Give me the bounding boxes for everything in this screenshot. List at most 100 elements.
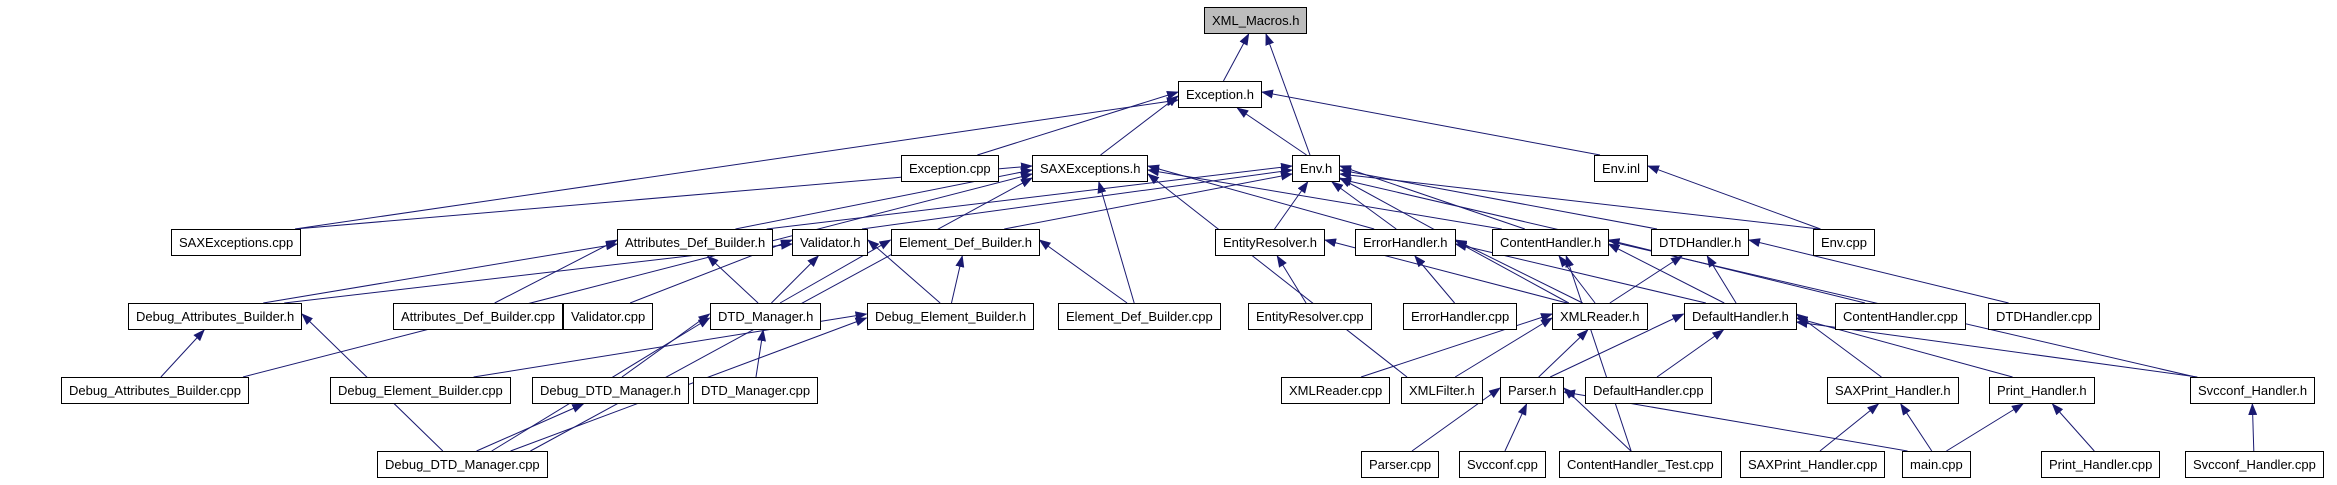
node-parser-h[interactable]: Parser.h [1500,377,1565,404]
edge-entityresolver_cpp-to-entityresolver_h [1276,255,1307,304]
node-exception-h[interactable]: Exception.h [1178,81,1262,108]
node-debug-dtd-manager-h[interactable]: Debug_DTD_Manager.h [532,377,689,404]
edge-svcconf_handler_h-to-defaulthandler_h [1795,319,2198,378]
edge-saxexceptions_h-to-exception_h [1100,95,1179,156]
edge-debug_element_builder_h-to-validator_h [867,239,941,304]
edge-element_def_builder_cpp-to-element_def_builder_h [1038,239,1128,304]
edge-dtd_manager_h-to-attributes_def_builder_h [706,255,759,304]
edge-contenthandler_h-to-env_h [1339,165,1525,230]
node-svcconf-handler-h[interactable]: Svcconf_Handler.h [2190,377,2316,404]
edge-validator_h-to-env_h [861,167,1293,230]
edge-dtd_manager_h-to-validator_h [771,255,820,304]
node-print-handler-h[interactable]: Print_Handler.h [1989,377,2095,404]
edge-debug_attributes_builder_cpp-to-saxexceptions_h [242,172,1033,378]
node-debug-attributes-builder-h[interactable]: Debug_Attributes_Builder.h [128,303,303,330]
edge-debug_attributes_builder_cpp-to-debug_attributes_builder_h [160,329,205,378]
edge-debug_dtd_manager_cpp-to-debug_dtd_manager_h [476,403,585,452]
edge-dtd_manager_h-to-element_def_builder_h [779,239,892,304]
edge-env_h-to-exception_h [1236,107,1307,156]
edge-element_def_builder_h-to-env_h [1004,171,1293,230]
node-parser-cpp[interactable]: Parser.cpp [1361,451,1440,478]
edge-xmlreader_h-to-contenthandler_h [1558,255,1596,304]
node-env-inl[interactable]: Env.inl [1594,155,1649,182]
node-main-cpp[interactable]: main.cpp [1902,451,1971,478]
node-svcconf-cpp[interactable]: Svcconf.cpp [1459,451,1546,478]
edge-exception_cpp-to-exception_h [977,91,1179,156]
edge-defaulthandler_cpp-to-defaulthandler_h [1656,329,1725,378]
node-errorhandler-cpp[interactable]: ErrorHandler.cpp [1403,303,1518,330]
node-contenthandler-h[interactable]: ContentHandler.h [1492,229,1610,256]
node-defaulthandler-h[interactable]: DefaultHandler.h [1684,303,1797,330]
node-errorhandler-h[interactable]: ErrorHandler.h [1355,229,1456,256]
node-xml-macros-h[interactable]: XML_Macros.h [1204,7,1308,34]
node-dtdhandler-h[interactable]: DTDHandler.h [1651,229,1750,256]
edge-attributes_def_builder_h-to-env_h [766,162,1293,230]
edge-debug_attributes_builder_h-to-attributes_def_builder_h [263,241,618,304]
node-defaulthandler-cpp[interactable]: DefaultHandler.cpp [1585,377,1712,404]
node-validator-cpp[interactable]: Validator.cpp [563,303,654,330]
edge-env_inl-to-exception_h [1261,89,1601,156]
node-saxexceptions-h[interactable]: SAXExceptions.h [1032,155,1149,182]
node-attributes-def-builder-cpp[interactable]: Attributes_Def_Builder.cpp [393,303,563,330]
node-xmlreader-h[interactable]: XMLReader.h [1552,303,1648,330]
node-dtd-manager-cpp[interactable]: DTD_Manager.cpp [693,377,819,404]
node-env-cpp[interactable]: Env.cpp [1813,229,1876,256]
node-element-def-builder-cpp[interactable]: Element_Def_Builder.cpp [1058,303,1221,330]
edge-debug_dtd_manager_h-to-dtd_manager_h [621,313,711,378]
edge-xmlfilter_h-to-saxexceptions_h [1147,173,1408,378]
edge-errorhandler_cpp-to-errorhandler_h [1414,255,1455,304]
node-entityresolver-cpp[interactable]: EntityResolver.cpp [1248,303,1372,330]
node-env-h[interactable]: Env.h [1292,155,1341,182]
node-entityresolver-h[interactable]: EntityResolver.h [1215,229,1325,256]
edge-env_h-to-xml_macros_h [1265,33,1311,156]
node-debug-element-builder-h[interactable]: Debug_Element_Builder.h [867,303,1035,330]
edge-errorhandler_h-to-env_h [1331,181,1397,230]
edge-saxexceptions_cpp-to-exception_h [294,97,1179,230]
edge-svcconf_handler_cpp-to-svcconf_handler_h [2248,403,2258,452]
node-xmlfilter-h[interactable]: XMLFilter.h [1401,377,1483,404]
edge-defaulthandler_h-to-contenthandler_h [1607,243,1725,304]
edge-entityresolver_h-to-env_h [1274,181,1309,230]
edge-print_handler_cpp-to-print_handler_h [2051,403,2095,452]
edge-saxprint_handler_cpp-to-saxprint_handler_h [1819,403,1880,452]
node-debug-dtd-manager-cpp[interactable]: Debug_DTD_Manager.cpp [377,451,548,478]
edge-svcconf_handler_h-to-env_h [1339,177,2196,378]
node-element-def-builder-h[interactable]: Element_Def_Builder.h [891,229,1040,256]
edge-saxprint_handler_h-to-defaulthandler_h [1795,313,1882,378]
node-svcconf-handler-cpp[interactable]: Svcconf_Handler.cpp [2185,451,2324,478]
edge-xmlreader_cpp-to-xmlreader_h [1360,313,1553,378]
edge-xmlfilter_h-to-xmlreader_h [1454,317,1553,378]
edge-element_def_builder_cpp-to-saxexceptions_h [1097,181,1135,304]
node-print-handler-cpp[interactable]: Print_Handler.cpp [2041,451,2161,478]
edge-parser_h-to-xmlreader_h [1538,329,1589,378]
edge-exception_h-to-xml_macros_h [1223,33,1250,82]
node-dtdhandler-cpp[interactable]: DTDHandler.cpp [1988,303,2101,330]
node-dtd-manager-h[interactable]: DTD_Manager.h [710,303,822,330]
edge-dtd_manager_cpp-to-dtd_manager_h [755,329,766,378]
node-exception-cpp[interactable]: Exception.cpp [901,155,999,182]
edge-debug_element_builder_h-to-element_def_builder_h [950,255,965,304]
edge-dtdhandler_cpp-to-dtdhandler_h [1748,238,2009,304]
edge-xmlreader_h-to-errorhandler_h [1454,239,1583,304]
edge-defaulthandler_h-to-dtdhandler_h [1706,255,1737,304]
node-validator-h[interactable]: Validator.h [792,229,869,256]
node-debug-element-builder-cpp[interactable]: Debug_Element_Builder.cpp [330,377,511,404]
node-saxexceptions-cpp[interactable]: SAXExceptions.cpp [171,229,302,256]
edge-xmlreader_h-to-dtdhandler_h [1609,255,1683,304]
edge-env_cpp-to-env_h [1339,170,1820,230]
node-xmlreader-cpp[interactable]: XMLReader.cpp [1281,377,1391,404]
node-debug-attributes-builder-cpp[interactable]: Debug_Attributes_Builder.cpp [61,377,250,404]
edge-main_cpp-to-print_handler_h [1946,403,2024,452]
edge-print_handler_h-to-defaulthandler_h [1795,316,2013,378]
node-saxprint-handler-h[interactable]: SAXPrint_Handler.h [1827,377,1959,404]
node-saxprint-handler-cpp[interactable]: SAXPrint_Handler.cpp [1740,451,1886,478]
node-contenthandler-cpp[interactable]: ContentHandler.cpp [1835,303,1966,330]
edge-env_cpp-to-env_inl [1647,165,1821,230]
node-contenthandler-test-cpp[interactable]: ContentHandler_Test.cpp [1559,451,1722,478]
node-attributes-def-builder-h[interactable]: Attributes_Def_Builder.h [617,229,774,256]
edge-svcconf_cpp-to-parser_h [1504,403,1528,452]
edge-contenthandler_test_cpp-to-contenthandler_h [1565,255,1632,452]
edge-contenthandler_test_cpp-to-parser_h [1563,387,1632,452]
